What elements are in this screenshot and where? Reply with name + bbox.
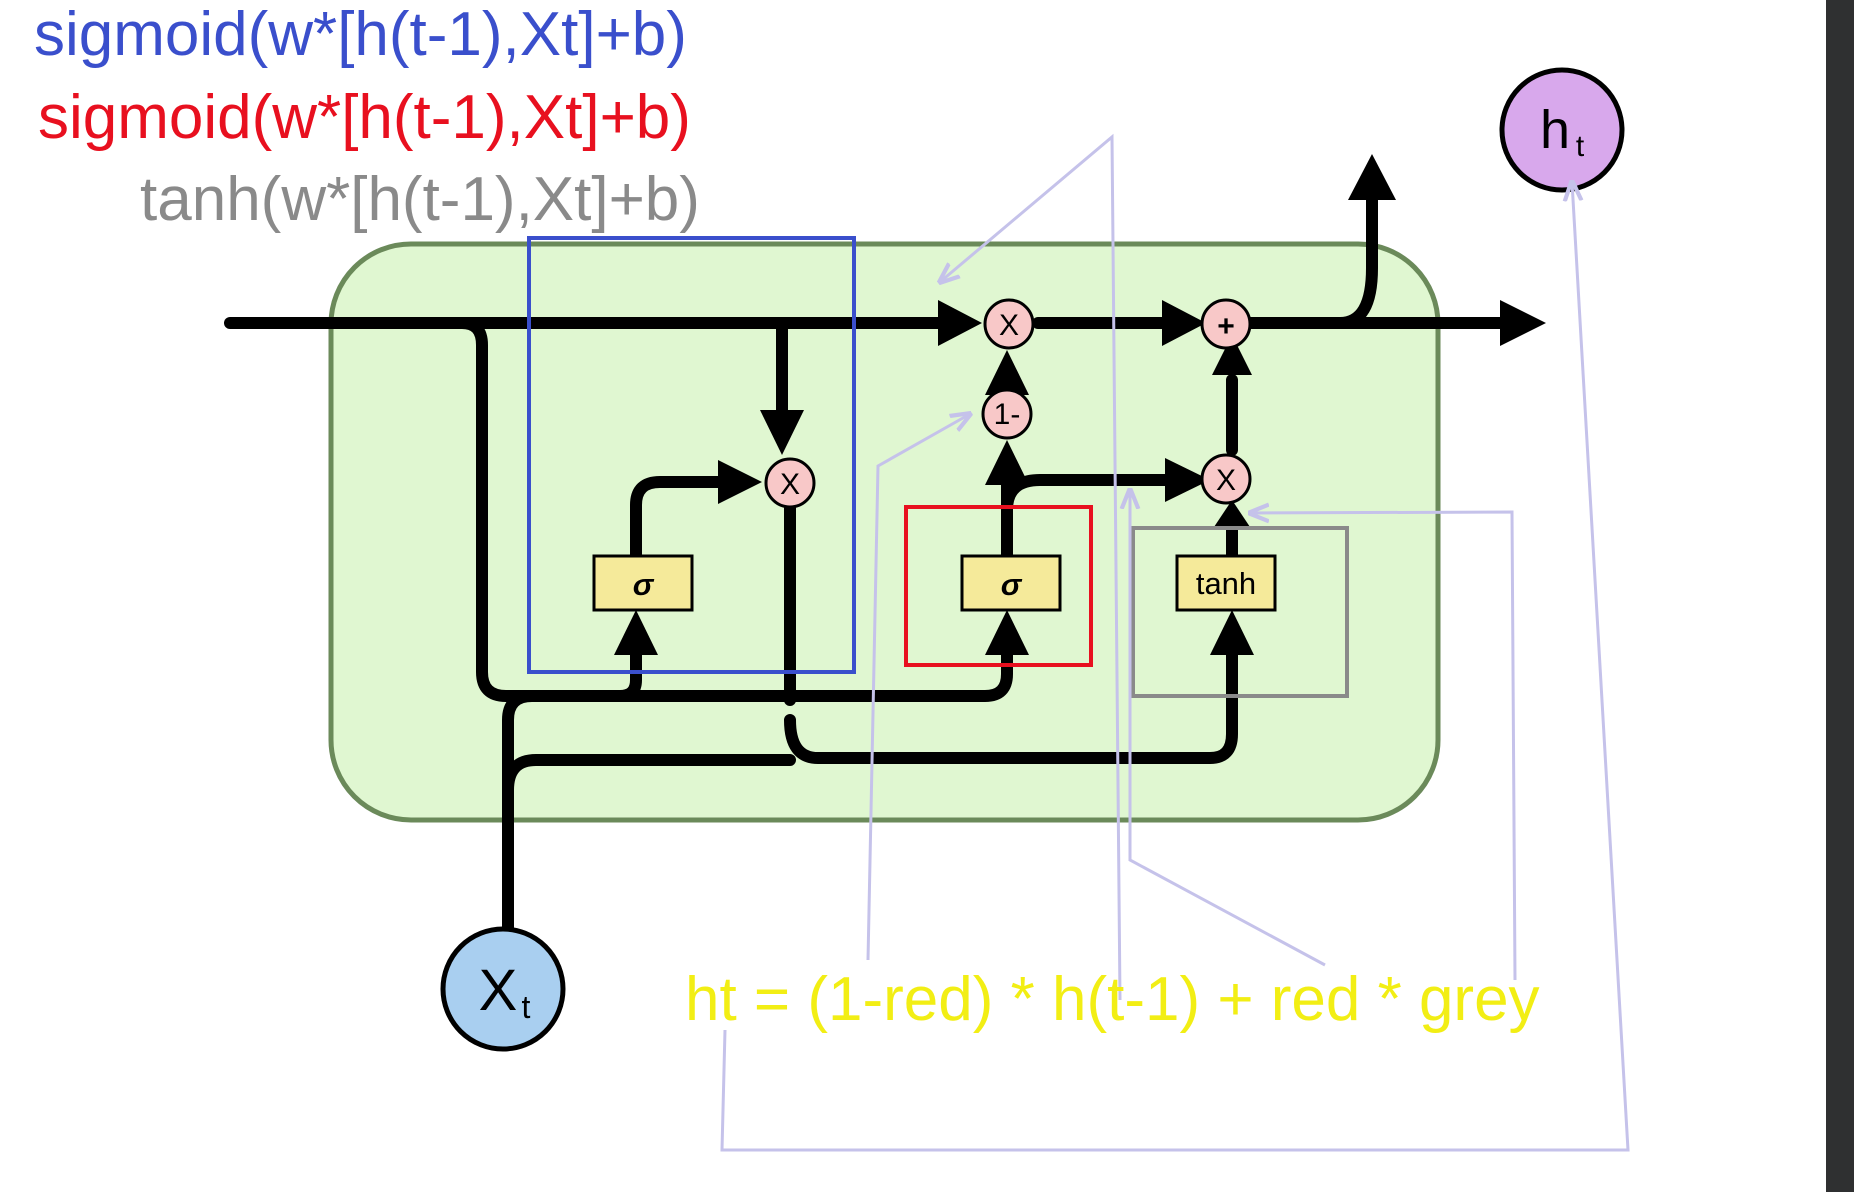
add-label: +	[1217, 310, 1235, 343]
output-formula: ht = (1-red) * h(t-1) + red * grey	[685, 965, 1540, 1034]
output-node-ht: h t	[1499, 67, 1625, 193]
arrowheads	[614, 154, 1546, 655]
tanh-gate: tanh	[1175, 554, 1277, 612]
sigma-gate-reset: σ	[592, 554, 694, 612]
cell-wiring	[224, 194, 1516, 936]
sigma-gate-reset-label: σ	[633, 567, 655, 602]
one-minus-label: 1-	[994, 398, 1021, 431]
input-node-main-label: X	[479, 958, 518, 1023]
grey-highlight-box	[1131, 526, 1349, 698]
multiply-node-top: X	[983, 298, 1035, 350]
multiply-node-forget: X	[764, 457, 816, 509]
output-node-main-label: h	[1540, 100, 1570, 160]
blue-formula: sigmoid(w*[h(t-1),Xt]+b)	[34, 0, 687, 69]
multiply-label-forget: X	[780, 468, 800, 501]
tanh-gate-label: tanh	[1196, 566, 1256, 601]
grey-formula: tanh(w*[h(t-1),Xt]+b)	[140, 165, 700, 234]
right-edge-bar	[1826, 0, 1854, 1192]
output-node-sub-label: t	[1576, 130, 1585, 163]
add-node: +	[1200, 298, 1252, 350]
input-node-xt: X t	[440, 926, 566, 1052]
multiply-node-right: X	[1200, 453, 1252, 505]
input-node-sub-label: t	[522, 989, 531, 1025]
sigma-gate-update: σ	[960, 554, 1062, 612]
annotation-lines	[720, 133, 1630, 1152]
red-formula: sigmoid(w*[h(t-1),Xt]+b)	[38, 83, 691, 152]
sigma-gate-update-label: σ	[1001, 567, 1023, 602]
red-highlight-box	[904, 505, 1093, 667]
gru-cell-body	[328, 241, 1441, 823]
blue-highlight-box	[527, 236, 856, 674]
multiply-label-right: X	[1216, 464, 1236, 497]
one-minus-node: 1-	[981, 388, 1033, 440]
multiply-label-top: X	[999, 309, 1019, 342]
